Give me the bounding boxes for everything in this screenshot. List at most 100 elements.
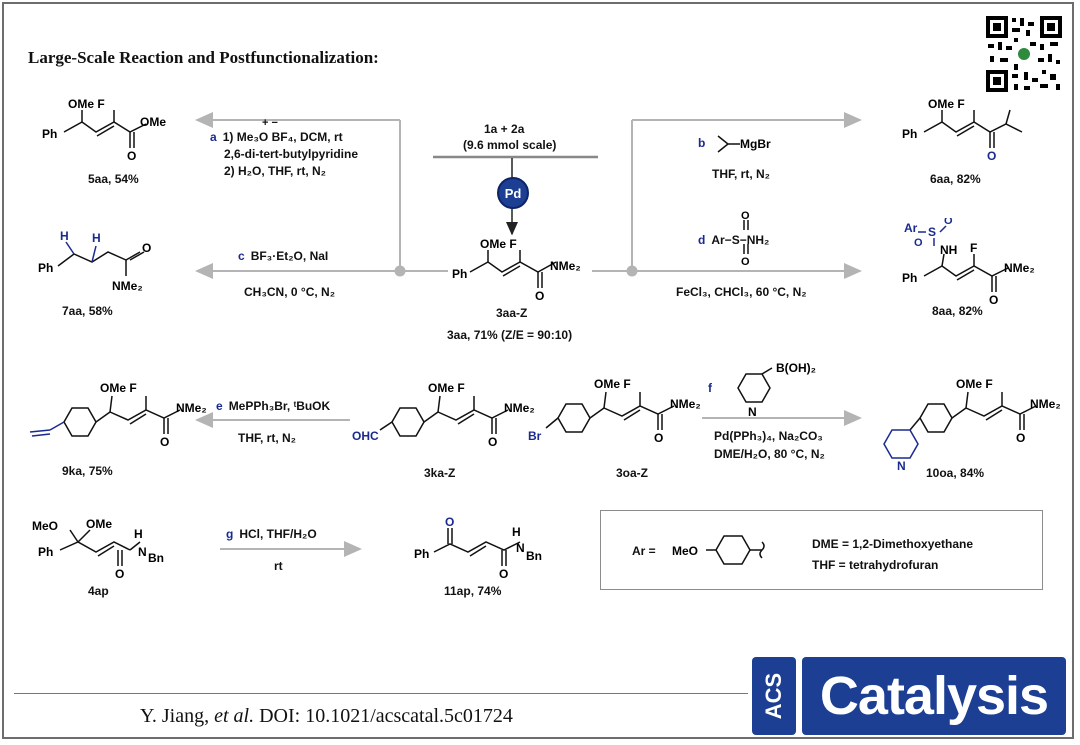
- molecule-6aa: OMe F Ph O: [902, 98, 1023, 163]
- conditions-e: THF, rt, N₂: [238, 431, 296, 445]
- conditions-d: FeCl₃, CHCl₃, 60 °C, N₂: [676, 285, 807, 299]
- svg-text:Ph: Ph: [452, 267, 467, 281]
- conditions-c: CH₃CN, 0 °C, N₂: [244, 285, 336, 299]
- molecule-9ka: OMe F O NMe₂: [29, 381, 207, 449]
- acs-catalysis-logo: ACS Catalysis: [752, 657, 1066, 735]
- svg-text:NMe₂: NMe₂: [550, 259, 581, 273]
- molecule-3aa: OMe F Ph O NMe₂: [452, 237, 581, 303]
- yield-3aa: 3aa, 71% (Z/E = 90:10): [447, 328, 573, 342]
- svg-text:MgBr: MgBr: [740, 137, 771, 151]
- svg-text:N: N: [516, 541, 525, 555]
- svg-text:H: H: [512, 525, 521, 539]
- svg-text:O: O: [654, 431, 663, 445]
- svg-text:Ph: Ph: [902, 271, 917, 285]
- label-4ap: 4ap: [88, 584, 109, 598]
- svg-text:H: H: [60, 229, 69, 243]
- svg-text:S: S: [928, 225, 936, 239]
- svg-text:O: O: [987, 149, 996, 163]
- conditions-g: rt: [274, 559, 283, 573]
- svg-text:OMe: OMe: [140, 115, 166, 129]
- svg-text:Ar: Ar: [904, 221, 918, 235]
- svg-text:O: O: [989, 293, 998, 307]
- product-5aa: 5aa, 54%: [88, 172, 139, 186]
- svg-text:Bn: Bn: [148, 551, 164, 565]
- label-3oa-z: 3oa-Z: [616, 466, 649, 480]
- pd-label: Pd: [505, 186, 522, 201]
- center-scale: (9.6 mmol scale): [463, 138, 557, 152]
- product-9ka: 9ka, 75%: [62, 464, 113, 478]
- molecule-4ap: MeO OMe Ph O H N Bn: [32, 517, 164, 581]
- svg-text:N: N: [897, 459, 906, 473]
- svg-text:O: O: [127, 149, 136, 163]
- svg-text:O: O: [160, 435, 169, 449]
- svg-text:OMe F: OMe F: [956, 377, 993, 391]
- reagent-b: b: [698, 136, 706, 150]
- svg-text:Br: Br: [528, 429, 542, 443]
- product-10oa: 10oa, 84%: [926, 466, 985, 480]
- svg-text:O: O: [115, 567, 124, 581]
- svg-text:Bn: Bn: [526, 549, 542, 563]
- svg-text:MeO: MeO: [32, 519, 58, 533]
- sulfonyl-oxygens: O O: [741, 210, 750, 266]
- svg-text:O: O: [535, 289, 544, 303]
- label-3aa-z: 3aa-Z: [496, 306, 528, 320]
- tag-f: f: [708, 381, 712, 395]
- svg-text:OMe F: OMe F: [100, 381, 137, 395]
- isopropyl-grignard: MgBr: [717, 135, 771, 153]
- molecule-3oa: Br OMe F O NMe₂: [528, 377, 701, 445]
- legend-dme: DME = 1,2-Dimethoxyethane: [812, 537, 974, 551]
- footer-rule: [14, 693, 748, 694]
- scheme-title: Large-Scale Reaction and Postfunctionali…: [28, 48, 379, 67]
- svg-text:Ph: Ph: [902, 127, 917, 141]
- label-3ka-z: 3ka-Z: [424, 466, 456, 480]
- svg-text:O: O: [1016, 431, 1025, 445]
- svg-text:MeO: MeO: [672, 544, 698, 558]
- svg-text:OMe F: OMe F: [480, 237, 517, 251]
- svg-text:OHC: OHC: [352, 429, 379, 443]
- legend-definitions: DME = 1,2-Dimethoxyethane THF = tetrahyd…: [812, 534, 973, 576]
- pd-catalyst-icon: Pd: [497, 177, 529, 209]
- conditions-f1: Pd(PPh₃)₄, Na₂CO₃: [714, 429, 823, 443]
- molecule-5aa: OMe F Ph O OMe: [42, 98, 166, 163]
- svg-text:O: O: [741, 256, 750, 266]
- product-8aa: 8aa, 82%: [932, 304, 983, 318]
- svg-text:OMe: OMe: [86, 517, 112, 531]
- svg-text:OMe F: OMe F: [68, 98, 105, 111]
- molecule-11ap: O Ph O H N Bn: [414, 515, 542, 581]
- acs-badge: ACS: [752, 657, 796, 735]
- svg-text:Ph: Ph: [42, 127, 57, 141]
- pyridylboronic-acid: B(OH)₂ N: [737, 361, 816, 419]
- svg-text:H: H: [92, 231, 101, 245]
- svg-text:N: N: [138, 545, 147, 559]
- product-11ap: 11ap, 74%: [444, 584, 502, 598]
- svg-text:NH: NH: [940, 243, 957, 257]
- product-6aa: 6aa, 82%: [930, 172, 981, 186]
- svg-text:OMe F: OMe F: [594, 377, 631, 391]
- conditions-f2: DME/H₂O, 80 °C, N₂: [714, 447, 825, 461]
- molecule-10oa: N OMe F O NMe₂: [883, 377, 1061, 473]
- svg-text:NMe₂: NMe₂: [1004, 261, 1035, 275]
- svg-text:OMe F: OMe F: [428, 381, 465, 395]
- legend-thf: THF = tetrahydrofuran: [812, 558, 939, 572]
- svg-text:NMe₂: NMe₂: [112, 279, 143, 293]
- conditions-b: THF, rt, N₂: [712, 167, 770, 181]
- legend-box: [600, 510, 1043, 590]
- molecule-7aa: H H Ph O NMe₂: [38, 229, 151, 293]
- svg-text:O: O: [944, 218, 953, 227]
- legend-ar-label: Ar =: [632, 544, 656, 558]
- svg-text:H: H: [134, 527, 143, 541]
- svg-text:Ph: Ph: [414, 547, 429, 561]
- svg-text:NMe₂: NMe₂: [176, 401, 207, 415]
- citation: Y. Jiang, et al. DOI: 10.1021/acscatal.5…: [140, 705, 513, 727]
- center-reactants: 1a + 2a: [484, 122, 525, 136]
- svg-text:O: O: [445, 515, 454, 529]
- svg-text:F: F: [970, 241, 977, 255]
- svg-text:Ph: Ph: [38, 261, 53, 275]
